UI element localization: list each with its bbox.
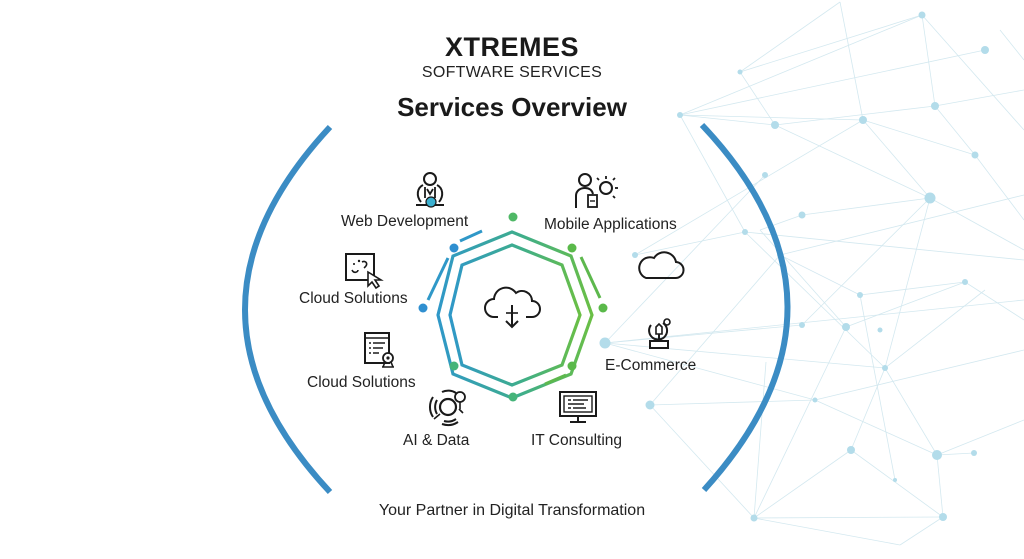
brand-subtitle: SOFTWARE SERVICES: [421, 64, 603, 81]
service-label-cloud-solutions-1: Cloud Solutions: [299, 290, 408, 307]
service-label-mobile-applications: Mobile Applications: [544, 216, 677, 233]
cloud-icon: [638, 251, 685, 279]
brand-title: XTREMES: [444, 32, 580, 62]
document-list-icon: [364, 332, 394, 368]
service-label-web-development: Web Development: [341, 213, 469, 230]
monitor-icon: [559, 391, 597, 423]
footer-tagline: Your Partner in Digital Transformation: [378, 502, 646, 519]
ai-network-icon: [428, 389, 466, 427]
service-label-it-consulting: IT Consulting: [531, 432, 623, 449]
cloud-pointer-icon: [345, 253, 384, 290]
page-heading: Services Overview: [397, 92, 627, 122]
developer-person-icon: [416, 172, 444, 208]
service-label-ai-data: AI & Data: [403, 432, 470, 449]
lightbulb-stand-icon: [648, 318, 671, 349]
service-label-cloud-solutions-2: Cloud Solutions: [307, 374, 416, 391]
person-idea-icon: [575, 173, 618, 208]
cloud-download-icon: [484, 286, 541, 329]
service-label-e-commerce: E-Commerce: [605, 357, 697, 374]
